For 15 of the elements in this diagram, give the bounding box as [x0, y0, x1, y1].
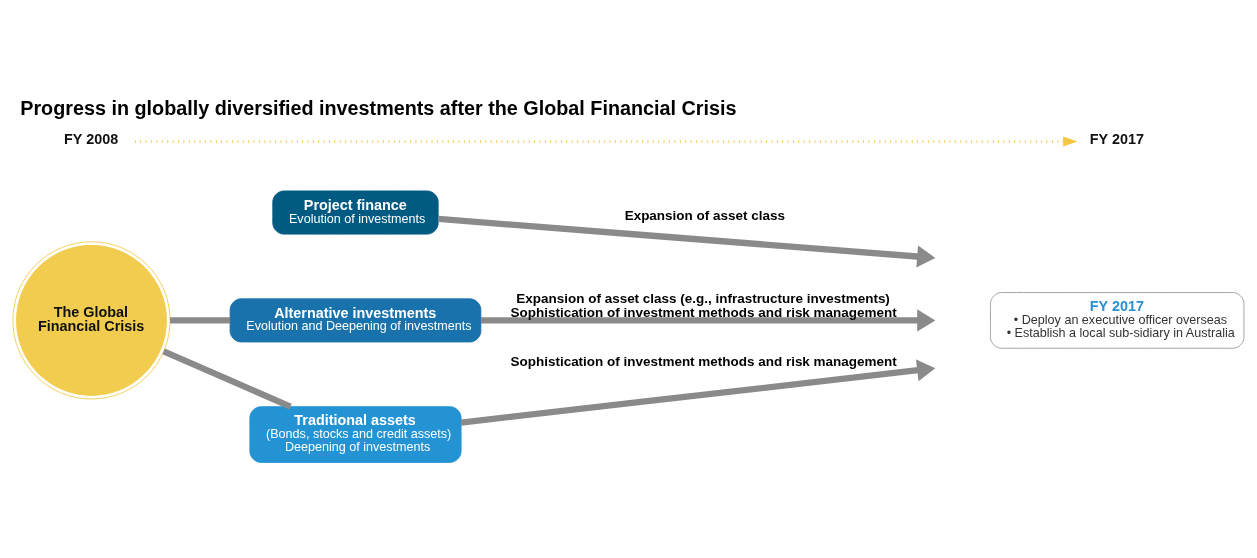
node-box: Traditional assets (Bonds, stocks and credit assets) Deepening of investments — [249, 405, 462, 463]
diagram-title: Progress in globally diversified investments after the Global Financial Crisis — [20, 96, 737, 119]
arrow — [460, 358, 936, 426]
node-box: FY 2017 • Deploy an executive officer overseas • Establish a local sub-sidiary in Australia — [990, 291, 1245, 349]
connector — [162, 348, 292, 409]
node-text: FY 2008 — [64, 130, 119, 147]
arrow — [135, 136, 1078, 147]
node-box: Project finance Evolution of investments — [272, 190, 439, 235]
node-box: Alternative investments Evolution and Deepening of investments — [229, 297, 482, 342]
arrow — [438, 215, 936, 268]
node-text: FY 2017 — [1089, 130, 1144, 147]
arrow — [481, 308, 936, 331]
edge-label: Sophistication of investment methods and risk management — [510, 353, 897, 369]
edge-label: Expansion of asset class (e.g., infrastructure investments) Sophistication of investment methods and risk management — [510, 290, 897, 320]
edge-label: Expansion of asset class — [624, 207, 785, 223]
